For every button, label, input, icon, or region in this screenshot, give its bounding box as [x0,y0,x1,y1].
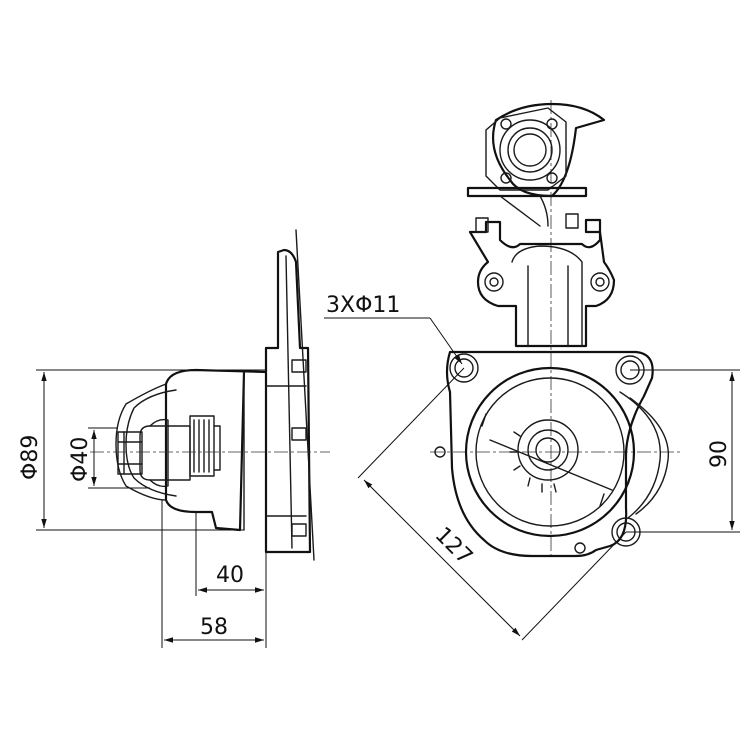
dim-holes-label: 3XΦ11 [326,293,400,318]
dim-holes: 3XΦ11 [324,293,463,365]
dim-body-diameter-label: Φ89 [18,435,43,480]
side-view [90,229,330,561]
dim-height-label: 90 [707,440,732,468]
dim-pilot-diameter-label: Φ40 [68,437,93,482]
front-view [430,100,680,560]
dim-height: 90 [626,369,740,533]
dim-pilot-length: 40 [195,512,267,648]
dim-hole-spacing-label: 127 [430,523,477,570]
dim-overall-length: 58 [161,500,264,648]
dim-body-diameter: Φ89 [18,369,266,531]
dim-hole-spacing: 127 [357,367,627,641]
dim-pilot-length-label: 40 [216,563,244,588]
dim-overall-length-label: 58 [200,615,228,640]
dim-pilot-diameter: Φ40 [68,427,150,489]
